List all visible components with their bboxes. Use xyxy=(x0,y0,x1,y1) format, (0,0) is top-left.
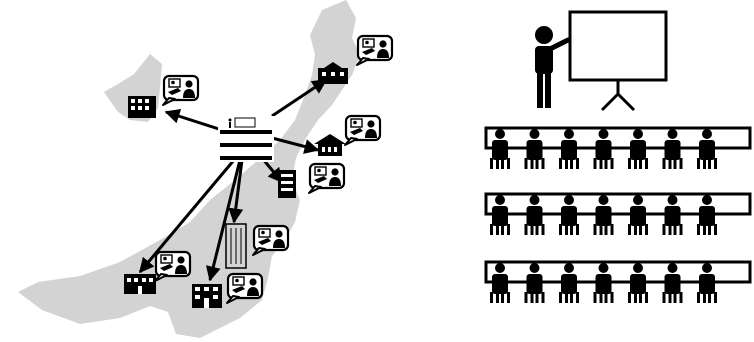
office-building-icon xyxy=(128,96,156,118)
lecture-panel xyxy=(484,10,752,303)
tall-building-icon xyxy=(225,223,247,269)
seat-row xyxy=(484,260,752,303)
desk-bar xyxy=(484,126,752,150)
video-call-icon xyxy=(153,250,192,283)
audience-seating xyxy=(484,126,752,303)
seat-row xyxy=(484,126,752,169)
video-call-icon xyxy=(343,114,382,147)
video-call-icon xyxy=(225,272,264,305)
southwest-building-icon xyxy=(124,274,156,294)
video-call-icon xyxy=(355,34,394,67)
arrow-to-south-building xyxy=(205,159,242,282)
map-panel xyxy=(18,0,394,338)
house-building-icon xyxy=(314,134,346,156)
seat-row xyxy=(484,192,752,235)
video-call-icon xyxy=(307,162,346,195)
whiteboard-icon xyxy=(568,10,668,112)
arrow-to-north-school xyxy=(271,78,328,118)
school-building-icon xyxy=(318,62,348,84)
video-call-icon xyxy=(161,74,200,107)
desk-bar xyxy=(484,192,752,216)
arrow-to-island-office xyxy=(164,108,223,132)
arrow-to-south-highrise xyxy=(228,159,244,224)
presenter-icon xyxy=(535,26,571,108)
mainland-landmass xyxy=(18,0,360,338)
tower-building-icon xyxy=(278,170,296,198)
arrow-to-east-house xyxy=(271,136,320,154)
south-building-icon xyxy=(192,284,222,308)
video-call-icon xyxy=(251,224,290,257)
classroom-hub-icon xyxy=(217,115,275,163)
arrow-to-southwest-building xyxy=(138,159,236,274)
desk-bar xyxy=(484,260,752,284)
